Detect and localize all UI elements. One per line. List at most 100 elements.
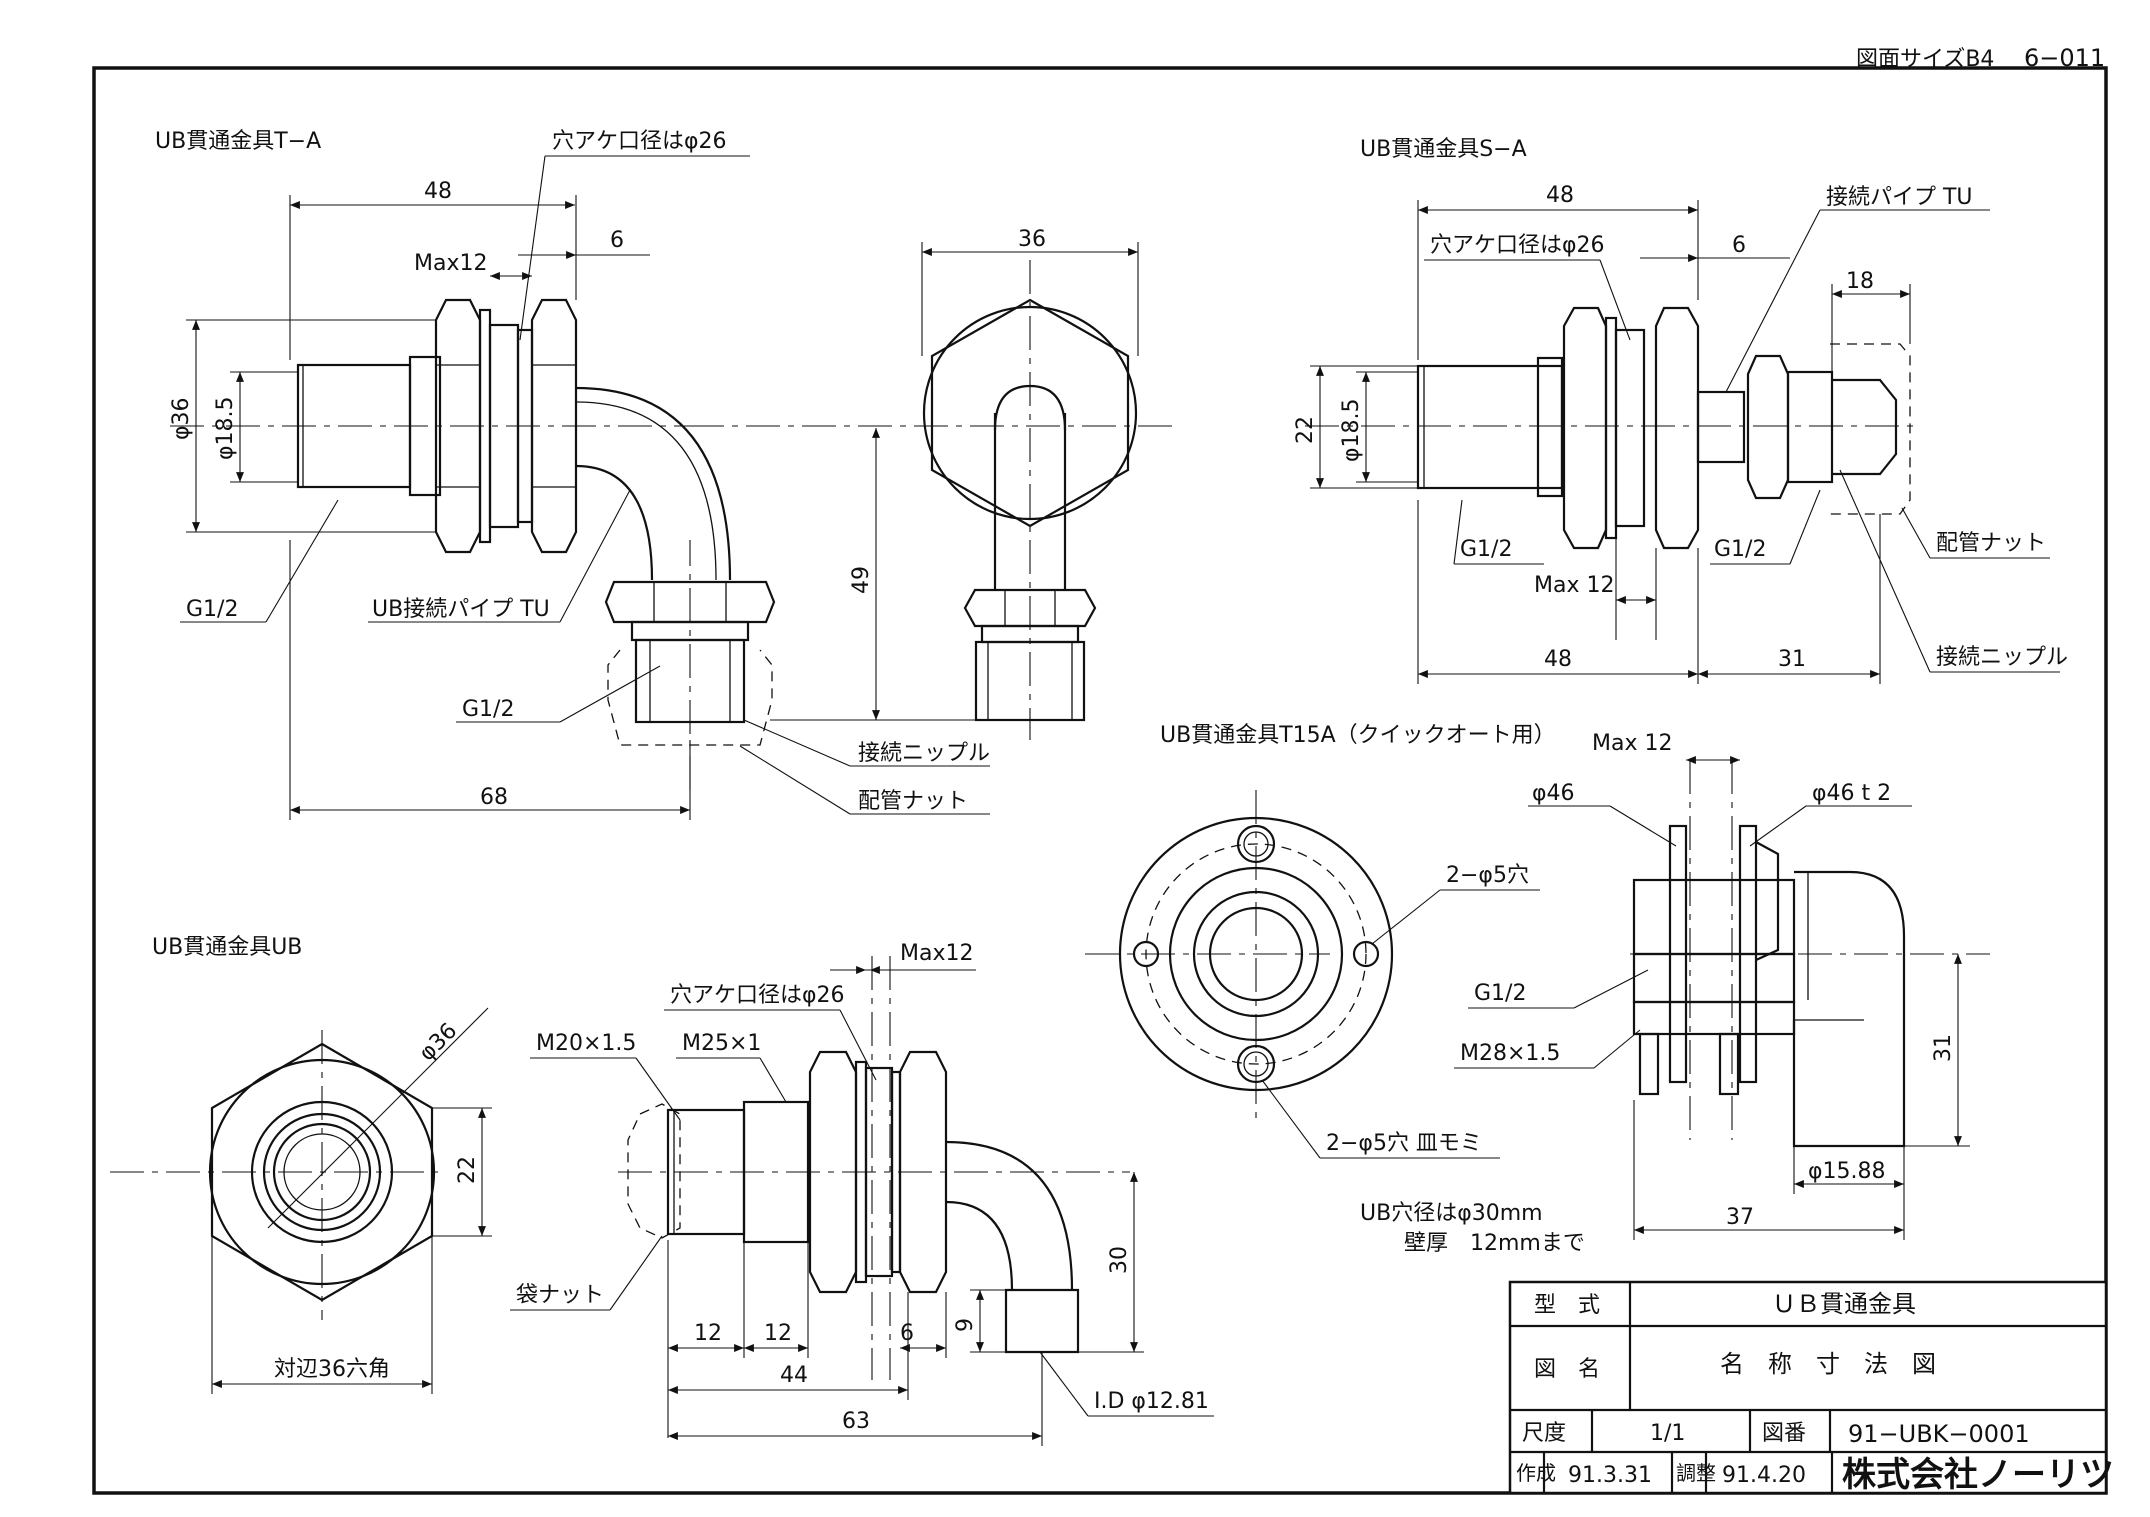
sa-dim-31: 31: [1778, 647, 1806, 672]
ta-dim-phi36: φ36: [169, 397, 194, 440]
t15-hole-left: [1132, 940, 1160, 968]
ub-dim-hex: 対辺36六角: [274, 1357, 390, 1382]
t15-label-phi46t2: φ46 t 2: [1812, 781, 1891, 806]
t15-dim-37: 37: [1726, 1205, 1754, 1230]
tb-company: 株式会社ノーリツ: [1842, 1455, 2114, 1495]
sa-label-g1: G1/2: [1460, 537, 1512, 562]
sa-nipple: [1786, 370, 1834, 484]
ub-hole-note: 穴アケ口径はφ26: [670, 983, 845, 1008]
ta-elbow-pipe: [575, 386, 732, 581]
ub-label-bagnut: 袋ナット: [516, 1283, 604, 1308]
t15-dim-phi1588: φ15.88: [1808, 1159, 1886, 1184]
t15-dim-31: 31: [1931, 1034, 1956, 1062]
ta-dim-phi185: φ18.5: [213, 397, 238, 461]
view-t15a: UB貫通金具T15A（クイックオート用） 2−φ5穴 2−φ5穴 皿モミ UB穴…: [1085, 723, 1990, 1256]
ub-hex-nut-2: [898, 1050, 948, 1294]
tb-scale-value: 1/1: [1650, 1421, 1685, 1446]
sa-thread-body: [1416, 364, 1564, 490]
ub-bag-nut-phantom: [627, 1103, 681, 1239]
ta-side-dim-36: 36: [1018, 227, 1046, 252]
t15-label-m28: M28×1.5: [1460, 1041, 1560, 1066]
sa-dim-22: 22: [1293, 416, 1318, 444]
tb-drawn-date: 91.3.31: [1568, 1463, 1652, 1488]
ta-title: UB貫通金具T−A: [155, 129, 321, 154]
sa-dim-max12: Max 12: [1534, 573, 1614, 598]
t15-label-holes: 2−φ5穴: [1446, 863, 1529, 888]
ub-dim-63: 63: [842, 1409, 870, 1434]
sa-hex-nut-1: [1562, 306, 1608, 550]
ta-label-g1: G1/2: [186, 597, 238, 622]
view-ub: UB貫通金具UB φ36 22 対辺36六角 穴アケ口径はφ26: [110, 935, 1214, 1446]
t15-flange: [1118, 816, 1394, 1092]
t15-label-phi46: φ46: [1532, 781, 1575, 806]
t15-title: UB貫通金具T15A（クイックオート用）: [1160, 723, 1556, 748]
view-ta-side: 36: [921, 227, 1139, 740]
t15-note-2: 壁厚 12mmまで: [1404, 1231, 1585, 1256]
ub-dim-phi36: φ36: [415, 1019, 463, 1067]
view-sa: UB貫通金具S−A 48 穴アケ口径はφ26 6 接続パイプ TU 18 22 …: [1293, 137, 2068, 684]
title-block: 型 式 ＵＢ貫通金具 図 名 名 称 寸 法 図 尺度 1/1 図番 91−UB…: [1508, 1280, 2114, 1495]
sa-dim-48a: 48: [1546, 183, 1574, 208]
sa-dim-phi185: φ18.5: [1339, 399, 1364, 463]
sa-hex-nut-2: [1654, 306, 1700, 550]
ta-label-nipple: 接続ニップル: [858, 741, 990, 766]
tb-checked-date: 91.4.20: [1722, 1463, 1806, 1488]
ub-label-m25: M25×1: [682, 1031, 761, 1056]
t15-note-1: UB穴径はφ30mm: [1360, 1201, 1543, 1226]
ub-dim-12a: 12: [694, 1321, 722, 1346]
t15-flange-2: [1738, 824, 1758, 1084]
tb-checked-label: 調整: [1676, 1461, 1716, 1485]
sa-dim-6: 6: [1732, 233, 1746, 258]
tb-type-value: ＵＢ貫通金具: [1772, 1290, 1916, 1318]
ub-dim-22: 22: [455, 1156, 480, 1184]
ub-dim-9: 9: [953, 1318, 978, 1332]
ub-dim-max12: Max12: [900, 941, 973, 966]
ub-elbow-pipe: [945, 1140, 1074, 1291]
t15-dim-max12: Max 12: [1592, 731, 1672, 756]
tb-name-label: 図 名: [1534, 1357, 1600, 1382]
tb-drawing-no-label: 図番: [1762, 1421, 1806, 1446]
ta-label-pipe: UB接続パイプ TU: [372, 597, 550, 622]
sa-dim-48b: 48: [1544, 647, 1572, 672]
t15-csk-hole-bottom: [1236, 1044, 1276, 1084]
sa-label-pipe: 接続パイプ TU: [1826, 185, 1973, 210]
ub-label-m20: M20×1.5: [536, 1031, 636, 1056]
ub-dim-30: 30: [1107, 1246, 1132, 1274]
t15-body-upper: [1632, 878, 1796, 956]
ta-nipple: [634, 638, 746, 724]
sa-hole-note: 穴アケ口径はφ26: [1430, 233, 1605, 258]
ub-label-id: I.D φ12.81: [1094, 1389, 1209, 1414]
sa-label-nut: 配管ナット: [1936, 531, 2046, 556]
ub-hex-nut-1: [808, 1050, 858, 1294]
ta-dim-68: 68: [480, 785, 508, 810]
drawing-border: [92, 66, 2108, 1495]
ta-dim-49: 49: [849, 566, 874, 594]
t15-flange-1: [1668, 824, 1688, 1084]
t15-label-g: G1/2: [1474, 981, 1526, 1006]
ta-label-g2: G1/2: [462, 697, 514, 722]
sa-label-g2: G1/2: [1714, 537, 1766, 562]
t15-csk-hole-top: [1236, 824, 1276, 864]
ta-dim-48: 48: [424, 179, 452, 204]
sa-nut-3: [1746, 354, 1790, 500]
ta-dim-max12: Max12: [414, 251, 487, 276]
ta-dim-6: 6: [610, 228, 624, 253]
ta-hex-nut-1: [434, 298, 482, 554]
ub-pipe-end: [1004, 1288, 1080, 1354]
ta-label-nut: 配管ナット: [858, 789, 968, 814]
ub-dim-6: 6: [900, 1321, 914, 1346]
ub-dim-12b: 12: [764, 1321, 792, 1346]
tb-type-label: 型 式: [1534, 1293, 1600, 1318]
ta-hole-note: 穴アケ口径はφ26: [552, 129, 727, 154]
ta-hex-nut-2: [530, 298, 578, 554]
ub-title: UB貫通金具UB: [152, 935, 302, 960]
sa-pipe-nut-phantom: [1830, 343, 1911, 515]
t15-hole-right: [1352, 940, 1380, 968]
sa-dim-18: 18: [1846, 269, 1874, 294]
tb-name-value: 名 称 寸 法 図: [1720, 1350, 1936, 1378]
ta-lower-nut: [604, 580, 776, 624]
tb-scale-label: 尺度: [1522, 1421, 1566, 1446]
tb-drawn-label: 作成: [1516, 1461, 1556, 1485]
view-ta: UB貫通金具T−A 穴アケ口径はφ26 48: [155, 129, 1180, 820]
